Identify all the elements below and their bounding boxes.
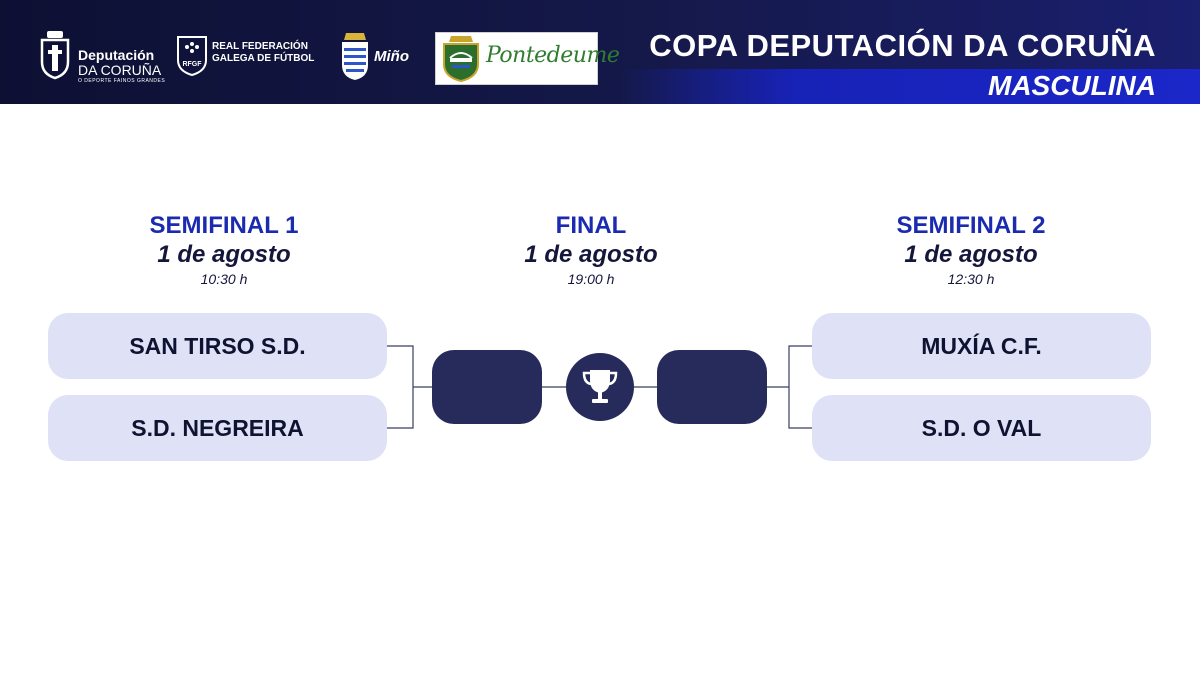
deputacion-logo: Deputación DA CORUÑA O DEPORTE FAINOS GR… <box>38 28 165 84</box>
header-banner: Deputación DA CORUÑA O DEPORTE FAINOS GR… <box>0 0 1200 104</box>
rfgf-line1: REAL FEDERACIÓN <box>212 41 308 52</box>
semifinal1-winner-slot <box>432 350 542 424</box>
team-left-top: SAN TIRSO S.D. <box>48 313 387 379</box>
mino-logo: Miño <box>340 31 409 86</box>
deputacion-line1: Deputación <box>78 47 155 63</box>
semifinal2-winner-slot <box>657 350 767 424</box>
deputacion-crest-icon <box>40 31 70 80</box>
rfgf-shield-icon: RFGF <box>177 36 207 77</box>
rfgf-badge-text: RFGF <box>182 61 202 68</box>
pontedeume-text: Pontedeume <box>486 43 620 68</box>
final-time: 19:00 h <box>567 271 615 287</box>
semifinal1-date: 1 de agosto <box>157 241 291 268</box>
pontedeume-logo: Pontedeume <box>435 32 620 85</box>
mino-text: Miño <box>374 48 409 65</box>
final-date: 1 de agosto <box>524 241 658 268</box>
right-bracket-line <box>788 345 812 429</box>
page-subtitle: MASCULINA <box>988 70 1156 101</box>
semifinal2-date: 1 de agosto <box>904 241 1038 268</box>
semifinal1-heading: SEMIFINAL 1 1 de agosto 10:30 h <box>84 212 364 289</box>
trophy-icon <box>582 370 618 403</box>
semifinal1-name: SEMIFINAL 1 <box>149 212 299 239</box>
pontedeume-crest-icon <box>443 36 479 82</box>
team-left-bottom: S.D. NEGREIRA <box>48 395 387 461</box>
semifinal2-heading: SEMIFINAL 2 1 de agosto 12:30 h <box>831 212 1111 289</box>
mino-crest-icon <box>342 33 368 80</box>
page-title: COPA DEPUTACIÓN DA CORUÑA <box>649 28 1156 63</box>
subtitle-band <box>620 69 1200 104</box>
final-name: FINAL <box>555 212 627 239</box>
rfgf-line2: GALEGA DE FÚTBOL <box>212 53 315 64</box>
trophy-badge <box>566 353 634 421</box>
semifinal1-time: 10:30 h <box>200 271 248 287</box>
semifinal2-time: 12:30 h <box>947 271 995 287</box>
left-bracket-line <box>387 345 414 429</box>
semifinal2-name: SEMIFINAL 2 <box>896 212 1046 239</box>
team-right-top: MUXÍA C.F. <box>812 313 1151 379</box>
rfgf-logo: RFGF REAL FEDERACIÓN GALEGA DE FÚTBOL <box>176 34 314 81</box>
final-heading: FINAL 1 de agosto 19:00 h <box>451 212 731 289</box>
deputacion-line2: DA CORUÑA <box>78 62 162 78</box>
team-right-bottom: S.D. O VAL <box>812 395 1151 461</box>
deputacion-tagline: O DEPORTE FAINOS GRANDES <box>78 78 166 84</box>
